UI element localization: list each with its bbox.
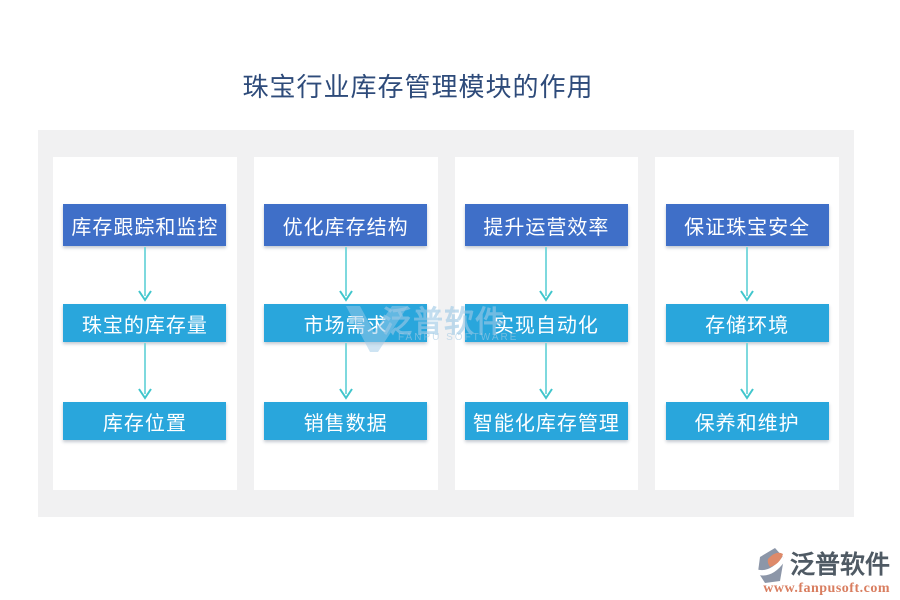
arrow-down-icon [538, 246, 554, 304]
arrow-down-icon [739, 246, 755, 304]
footer-logo: 泛普软件 www.fanpusoft.com [730, 547, 890, 597]
footer-url[interactable]: www.fanpusoft.com [763, 581, 890, 596]
flow-step-node: 实现自动化 [464, 304, 628, 342]
flow-header-node: 保证珠宝安全 [665, 204, 829, 246]
flow-column-jewelry-safety: 保证珠宝安全 存储环境 保养和维护 [655, 157, 839, 490]
arrow-down-icon [137, 342, 153, 402]
flow-column-inventory-tracking: 库存跟踪和监控 珠宝的库存量 库存位置 [53, 157, 237, 490]
flow-step-node: 库存位置 [63, 402, 227, 440]
fanpu-logo-icon [755, 548, 785, 583]
diagram-board: 库存跟踪和监控 珠宝的库存量 库存位置 优化库存结构 市场需求 销售数据 提升运… [38, 130, 854, 517]
page-title: 珠宝行业库存管理模块的作用 [242, 73, 594, 102]
flow-header-node: 库存跟踪和监控 [63, 204, 227, 246]
flow-column-optimize-structure: 优化库存结构 市场需求 销售数据 [253, 157, 438, 490]
footer-brand-text: 泛普软件 [789, 552, 890, 580]
flow-step-node: 保养和维护 [665, 402, 829, 440]
arrow-down-icon [538, 342, 554, 402]
arrow-down-icon [338, 342, 354, 402]
flow-step-node: 存储环境 [665, 304, 829, 342]
flow-step-node: 珠宝的库存量 [63, 304, 227, 342]
flow-step-node: 销售数据 [264, 402, 428, 440]
flow-header-node: 优化库存结构 [264, 204, 428, 246]
flow-step-node: 智能化库存管理 [464, 402, 628, 440]
flow-column-operational-efficiency: 提升运营效率 实现自动化 智能化库存管理 [454, 157, 639, 490]
flow-step-node: 市场需求 [264, 304, 428, 342]
flow-header-node: 提升运营效率 [464, 204, 628, 246]
arrow-down-icon [338, 246, 354, 304]
arrow-down-icon [739, 342, 755, 402]
arrow-down-icon [137, 246, 153, 304]
